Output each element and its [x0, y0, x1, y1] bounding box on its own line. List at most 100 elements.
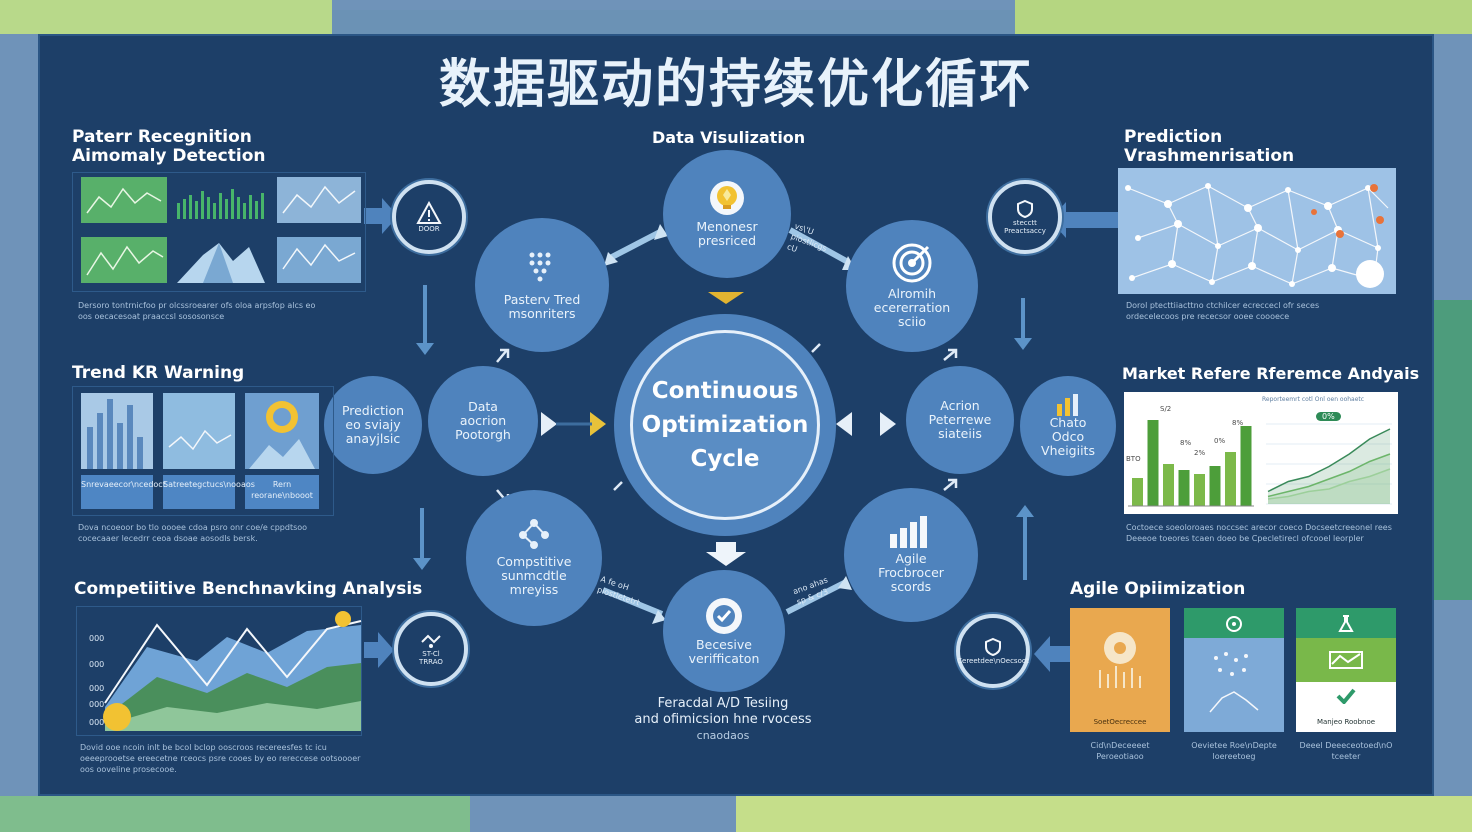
caption-line: cocecaaer lecedrr ceoa dsoae aosodls ber… — [78, 534, 258, 543]
agile-card-3-label: Manjeo Roobnoe — [1316, 718, 1376, 726]
center-label-line: Continuous — [651, 378, 799, 404]
node-label: anayjlsic — [345, 431, 401, 446]
node-label: siateiis — [938, 426, 982, 441]
section-title-line: Aimomaly Detection — [72, 146, 266, 166]
market-bar-label-5: 0% — [1214, 437, 1226, 445]
flask-icon — [1338, 615, 1354, 632]
market-caption: Coctoece soeoloroaes noccsec arecor coec… — [1126, 522, 1402, 544]
agile-card-3-header — [1296, 608, 1396, 638]
market-bar — [1163, 464, 1174, 506]
node-label: ST-Cl — [422, 650, 440, 658]
market-chart-panel: Reporteemrt cotl Onl oen oohaetc 0% BTO … — [1124, 392, 1398, 514]
agile-card-1[interactable]: SoetOecreccee — [1070, 608, 1170, 732]
node-label: Preactsaccy — [1004, 227, 1046, 235]
market-bar — [1240, 426, 1252, 506]
market-bar-chart — [1128, 420, 1254, 507]
frame-band-top-left — [0, 0, 332, 34]
caption-line: Dorol ptecttiiacttno ctchilcer ecreccecl… — [1126, 301, 1320, 310]
prediction-caption: Dorol ptecttiiacttno ctchilcer ecreccecl… — [1126, 300, 1396, 322]
market-section-title: Market Refere Rferemce Andyais — [1122, 364, 1420, 383]
caption-line: Deeeoe toeores tcaen doeo be Cpecletirec… — [1126, 534, 1364, 543]
node-label: Data — [468, 399, 498, 414]
node-label: ecererration — [873, 300, 951, 315]
node-label: stecctt — [1013, 219, 1037, 227]
node-label: eo sviajy — [345, 417, 401, 432]
agile-card-3[interactable]: Manjeo Roobnoe — [1296, 608, 1396, 732]
scatter-icon — [1209, 652, 1259, 713]
market-bar-label-2: S/2 — [1160, 405, 1172, 413]
gear-icon — [1099, 632, 1141, 688]
competitive-panel: 000 000 000 000 000 — [76, 606, 362, 736]
cycle-node-top[interactable]: Menonesr presriced — [663, 150, 791, 278]
pattern-node[interactable]: DOOR — [392, 180, 466, 254]
center-label-line: Optimization — [641, 412, 809, 438]
cycle-node-left[interactable]: Data aocrion Pootorgh — [428, 366, 538, 476]
cycle-node-top-left[interactable]: Pasterv Tred msonriters — [475, 218, 609, 352]
center-label-line: Cycle — [690, 446, 760, 472]
cycle-node-bottom[interactable]: Becesive verifficaton — [663, 570, 785, 692]
cycle-node-bottom-left[interactable]: Compstitive sunmcdtle mreyiss — [466, 490, 602, 626]
competitive-section-title: Competiitive Benchnavking Analysis — [74, 579, 423, 599]
market-bar-label-3: 8% — [1180, 439, 1192, 447]
caption-line: oos ooveline prosecooe. — [80, 765, 177, 774]
caption-line: Dova ncoeoor bo tlo oooee cdoa psro onr … — [78, 523, 308, 532]
trend-charts — [81, 393, 319, 509]
market-line-series — [1267, 428, 1391, 493]
bottom-label-line: cnaodaos — [696, 729, 750, 742]
node-label: Acrion — [940, 398, 980, 413]
agile-card-1-caption: Cid\nDeceeeet Peroeotiaoo — [1090, 741, 1150, 761]
competitive-ytick-4: 000 — [89, 700, 105, 709]
cycle-node-right[interactable]: Acrion Peterrewe siateiis — [906, 366, 1014, 474]
caption-line: Coctoece soeoloroaes noccsec arecor coec… — [1126, 523, 1392, 532]
caption-line: ordecelecoos pre rececsor ooee coooece — [1126, 312, 1290, 321]
handshake-icon — [421, 634, 441, 648]
agile-card-2[interactable] — [1184, 608, 1284, 732]
node-label: Chato — [1049, 415, 1087, 430]
target-icon — [892, 243, 932, 283]
prediction-node[interactable]: stecctt Preactsaccy — [988, 180, 1062, 254]
agile-card-1-label: SoetOecreccee — [1093, 718, 1147, 726]
agile-node[interactable]: Cereetdee\nOecsoot — [956, 614, 1030, 688]
pattern-mini-charts — [81, 177, 361, 283]
node-label: Pasterv Tred — [503, 292, 581, 307]
node-label: Pootorgh — [455, 427, 511, 442]
frame-band-right — [1434, 300, 1472, 600]
trend-panel: Snrevaeecor\ncedoct Satreetegctucs\nooao… — [72, 386, 334, 516]
node-label: Prediction — [341, 403, 405, 418]
market-bar — [1147, 420, 1159, 506]
gear-icon — [1226, 616, 1242, 632]
competitive-ytick-3: 000 — [89, 684, 105, 693]
market-line-series — [1267, 453, 1391, 498]
node-label: Menonesr — [696, 219, 758, 234]
bottom-label-line: Feracdal A/D Tesiing — [657, 696, 789, 711]
page-title: 数据驱动的持续优化循环 — [438, 55, 1033, 115]
node-label: verifficaton — [688, 651, 760, 666]
caption-line: Dersoro tontrnicfoo pr olcssroearer ofs … — [78, 301, 316, 310]
center-ring-inner — [630, 330, 820, 520]
pattern-section-title: Paterr Recegnition Aimomaly Detection — [72, 128, 266, 166]
prediction-network-panel — [1118, 168, 1396, 294]
market-bar-label-6: 8% — [1232, 419, 1244, 427]
competitive-node[interactable]: ST-Cl TRRAO — [394, 612, 468, 686]
cycle-node-far-left[interactable]: Prediction eo sviajy anayjlsic — [324, 376, 422, 474]
competitive-caption: Dovid ooe ncoin inlt be bcol bclop ooscr… — [80, 742, 370, 775]
bottom-label: Feracdal A/D Tesiing and ofimicsion hne … — [596, 696, 850, 744]
trend-section-title: Trend KR Warning — [72, 363, 245, 383]
cycle-node-bottom-right[interactable]: Agile Frocbrocer scords — [844, 488, 978, 622]
bottom-label-line: and ofimicsion hne rvocess — [634, 712, 812, 727]
competitive-chart — [103, 611, 362, 731]
warning-triangle-icon — [416, 201, 442, 224]
node-label: Cereetdee\nOecsoot — [957, 657, 1029, 665]
market-line-series — [1267, 468, 1391, 500]
cycle-node-top-right[interactable]: Alromih ecererration sciio — [846, 220, 978, 352]
check-icon — [1336, 688, 1356, 704]
agile-card-3-caption: Deeel Deeeceotoed\nO tceeter — [1299, 741, 1393, 761]
network-graph — [1125, 183, 1389, 288]
lightbulb-icon — [710, 181, 744, 215]
market-line-chart — [1266, 423, 1392, 505]
prediction-section-title: Prediction Vrashmenrisation — [1124, 128, 1294, 166]
market-line-area — [1268, 469, 1390, 504]
market-bar-label-1: BTO — [1126, 455, 1141, 463]
cycle-node-far-right[interactable]: Chato Odco Vheigiits — [1020, 376, 1116, 476]
market-bar — [1132, 478, 1143, 506]
